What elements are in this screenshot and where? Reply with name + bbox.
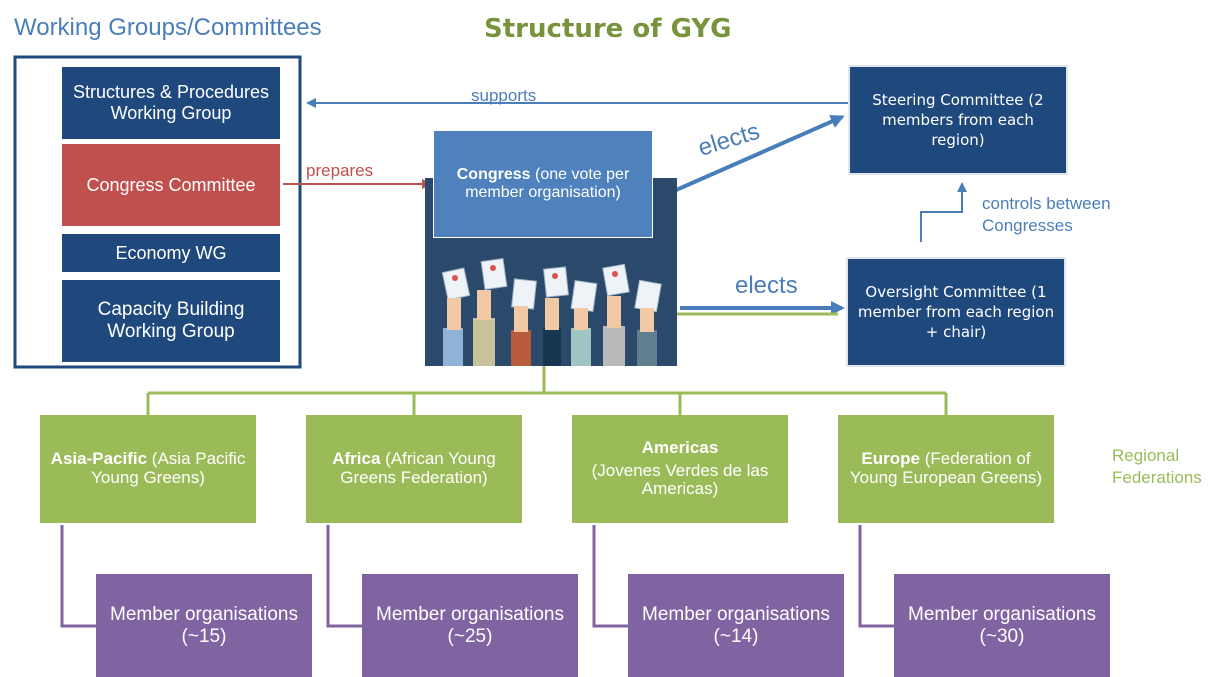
controls-label: controls between Congresses — [982, 194, 1111, 236]
members-americas: Member organisations (~14) — [628, 574, 844, 677]
wg-structures-procedures: Structures & Procedures Working Group — [62, 67, 280, 139]
region-africa: Africa (African Young Greens Federation) — [306, 415, 522, 523]
working-groups-frame — [13, 55, 302, 369]
page-title: Structure of GYG — [484, 14, 732, 44]
region-detail: (African Young Greens Federation) — [340, 449, 496, 487]
region-detail: (Federation of Young European Greens) — [849, 449, 1043, 487]
region-detail: (Jovenes Verdes de las Americas) — [591, 460, 769, 499]
wg-capacity-building: Capacity Building Working Group — [62, 280, 280, 362]
steering-committee-box: Steering Committee (2 members from each … — [848, 65, 1068, 175]
members-europe: Member organisations (~30) — [894, 574, 1110, 677]
raised-hands-ballots-icon — [441, 258, 662, 366]
controls-arrow — [920, 182, 967, 242]
region-europe: Europe (Federation of Young European Gre… — [838, 415, 1054, 523]
region-name: Asia-Pacific — [50, 449, 148, 469]
oversight-committee-box: Oversight Committee (1 member from each … — [846, 257, 1066, 367]
congress-detail: (one vote per member organisation) — [465, 165, 630, 201]
region-americas: Americas (Jovenes Verdes de las Americas… — [572, 415, 788, 523]
region-detail: (Asia Pacific Young Greens) — [91, 449, 246, 487]
member-connectors — [60, 525, 894, 628]
members-africa: Member organisations (~25) — [362, 574, 578, 677]
members-asia-pacific: Member organisations (~15) — [96, 574, 312, 677]
region-name: Europe — [861, 449, 920, 469]
regional-federations-label: Regional Federations — [1112, 446, 1202, 488]
prepares-label: prepares — [306, 161, 374, 180]
region-asia-pacific: Asia-Pacific (Asia Pacific Young Greens) — [40, 415, 256, 523]
region-name: Americas — [641, 437, 719, 457]
congress-name: Congress — [456, 165, 531, 183]
wg-congress-committee: Congress Committee — [62, 144, 280, 226]
elects-oversight-label: elects — [735, 272, 798, 299]
supports-label: supports — [471, 86, 537, 105]
wg-economy: Economy WG — [62, 234, 280, 272]
congress-box: Congress (one vote per member organisati… — [433, 130, 653, 238]
elects-steering-arrow — [657, 115, 845, 200]
region-name: Africa — [332, 449, 381, 469]
working-groups-heading: Working Groups/Committees — [14, 14, 322, 41]
